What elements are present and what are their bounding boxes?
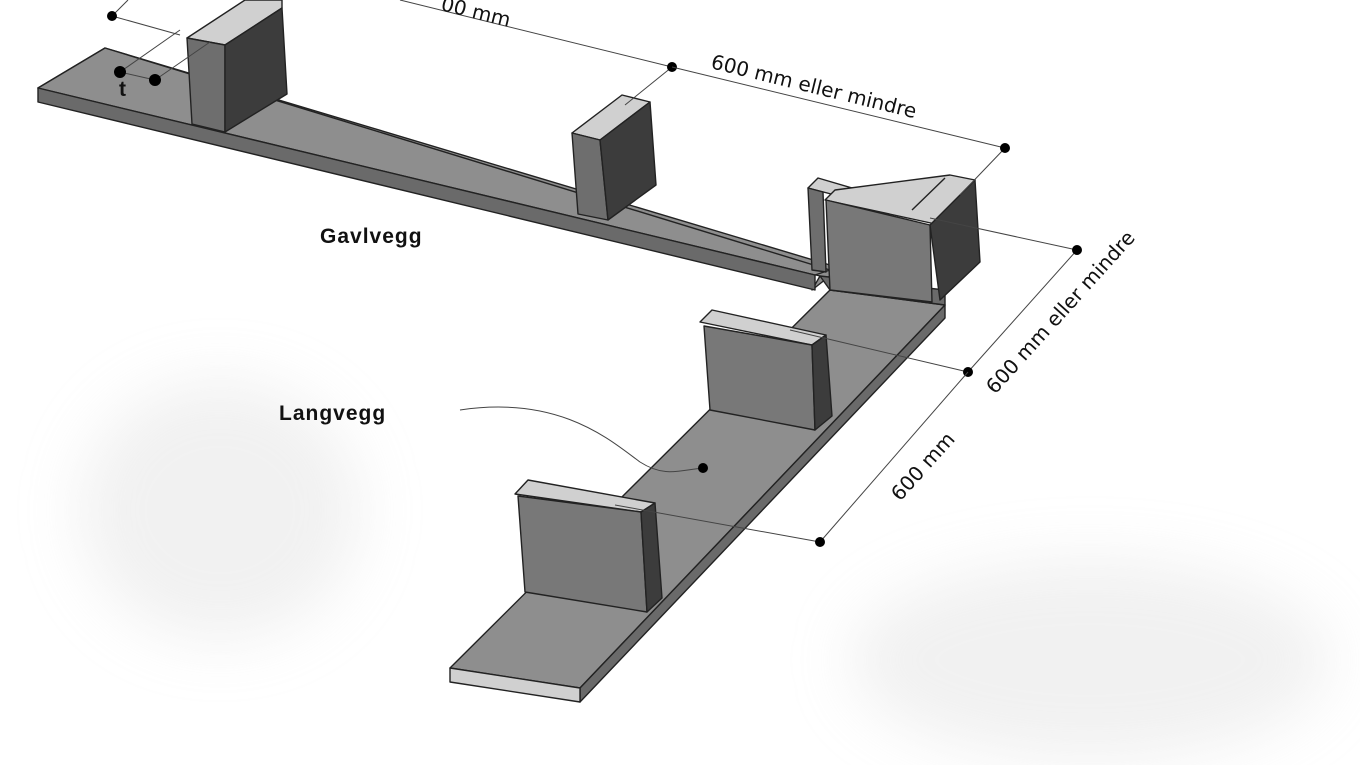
- corner-studs: [807, 174, 981, 303]
- gable-stud-1: [186, 0, 288, 133]
- dimension-lines: [107, 0, 1082, 547]
- thickness-label: t: [119, 78, 127, 101]
- dimension-right-lower: 600 mm: [886, 427, 960, 505]
- dimension-right-upper: 600 mm eller mindre: [981, 226, 1140, 399]
- long-stud-2: [514, 479, 663, 613]
- gable-wall-label: Gavlvegg: [320, 225, 423, 248]
- dimension-top-right: 600 mm eller mindre: [709, 50, 919, 124]
- long-wall-label: Langvegg: [279, 402, 386, 425]
- dimension-top-cut: 00 mm: [439, 0, 513, 32]
- gable-stud-2: [571, 94, 657, 221]
- paper-shadow: [850, 560, 1330, 760]
- long-stud-1: [699, 309, 833, 431]
- paper-shadow: [80, 380, 360, 640]
